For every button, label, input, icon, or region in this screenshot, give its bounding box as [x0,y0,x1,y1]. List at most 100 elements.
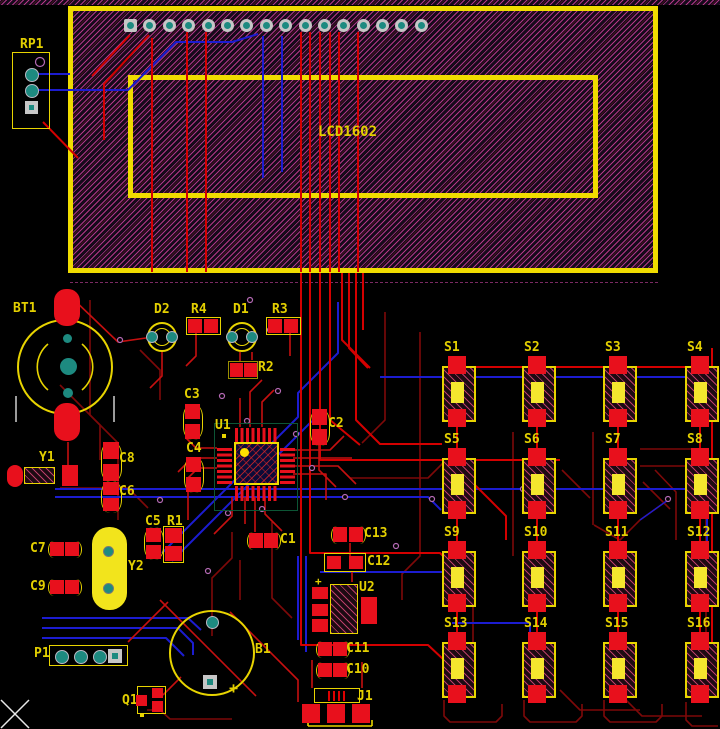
keypad-button-s8[interactable]: S8 [685,433,719,519]
r4-pad[interactable] [188,319,202,333]
bt1-pad[interactable] [54,289,80,326]
keypad-button-s10[interactable]: S10 [522,526,556,612]
component-y2[interactable] [92,527,127,610]
component-r1[interactable] [163,526,184,563]
component-c5[interactable] [144,527,164,560]
keypad-button-s6[interactable]: S6 [522,433,556,519]
u2-pad[interactable] [312,619,328,632]
component-c13[interactable] [331,526,366,544]
component-c4[interactable] [184,457,204,493]
component-y1[interactable] [24,467,55,484]
component-p1[interactable] [49,645,128,666]
lcd-module-outline[interactable] [68,6,658,273]
r4-pad[interactable] [204,319,218,333]
keypad-button-s16[interactable]: S16 [685,617,719,703]
lcd-pin-pad[interactable] [124,19,137,32]
j1-pad[interactable] [352,704,370,723]
r3-pad[interactable] [284,319,298,333]
component-j1[interactable] [314,688,360,703]
rp1-pad[interactable] [25,101,38,114]
y2-pad[interactable] [103,583,114,594]
component-r3[interactable] [266,317,301,335]
keypad-button-s3[interactable]: S3 [603,341,637,427]
keypad-button-s9[interactable]: S9 [442,525,476,612]
r1-pad[interactable] [165,546,182,561]
lcd-pin-pad[interactable] [143,19,157,32]
j1-pad[interactable] [302,704,320,723]
q1-pad[interactable] [136,695,147,706]
component-r4[interactable] [186,317,221,335]
label-c4: C4 [186,441,202,456]
p1-pad[interactable] [93,650,107,664]
keypad-button-s1[interactable]: S1 [442,341,476,427]
lcd-pin-pad[interactable] [356,19,370,32]
lcd-pin-pad[interactable] [201,19,215,32]
lcd-pin-pad[interactable] [182,19,196,32]
r2-pad[interactable] [244,363,257,377]
q1-pad[interactable] [152,701,163,712]
u2-pad[interactable] [312,587,328,599]
lcd-pin-pad[interactable] [298,19,312,32]
keypad-button-s4[interactable]: S4 [685,341,719,427]
u2-pad[interactable] [361,597,377,624]
component-r2[interactable] [228,361,258,379]
component-c7[interactable] [48,541,82,558]
component-c10[interactable] [316,662,350,679]
p1-pad[interactable] [55,650,69,664]
component-c11[interactable] [316,641,350,658]
d2-pad[interactable] [166,331,178,343]
u2-pad[interactable] [312,604,328,616]
component-c9[interactable] [48,579,82,596]
label-s9: S9 [444,525,460,540]
y1-pad[interactable] [7,465,23,487]
lcd-pin-pad[interactable] [395,19,409,32]
j1-pad[interactable] [327,704,345,723]
b1-pad[interactable] [206,616,219,629]
keypad-button-s11[interactable]: S11 [603,526,637,612]
y1-pad[interactable] [62,465,78,486]
component-c1[interactable] [247,532,281,550]
lcd-pin-pad[interactable] [220,19,234,32]
lcd-pin-pad[interactable] [279,19,293,32]
p1-pad[interactable] [108,649,122,663]
d1-pad[interactable] [226,331,238,343]
c12-pad[interactable] [327,556,341,569]
keypad-button-s14[interactable]: S14 [522,617,556,703]
lcd-pin-pad[interactable] [376,19,390,32]
r1-pad[interactable] [165,528,182,543]
component-rp1[interactable] [12,52,50,129]
rp1-pad[interactable] [25,68,39,82]
y2-pad[interactable] [103,546,114,557]
lcd-pin-pad[interactable] [162,19,176,32]
q1-pad[interactable] [152,688,163,698]
keypad-button-s13[interactable]: S13 [442,617,476,703]
keypad-button-s2[interactable]: S2 [522,341,556,427]
keypad-button-s15[interactable]: S15 [603,617,637,703]
component-c2[interactable] [310,409,330,446]
r3-pad[interactable] [268,319,282,333]
component-c12[interactable] [324,553,366,572]
rp1-pad[interactable] [25,84,39,98]
p1-pad[interactable] [74,650,88,664]
c12-pad[interactable] [349,556,363,569]
component-c6[interactable] [101,481,122,513]
component-u2[interactable] [330,584,358,634]
lcd-pin-pad[interactable] [317,19,331,32]
d2-pad[interactable] [146,331,158,343]
b1-pad[interactable] [203,675,217,689]
label-c9: C9 [30,579,46,594]
keypad-button-s12[interactable]: S12 [685,526,719,612]
keypad-button-s5[interactable]: S5 [442,433,476,519]
lcd-pin-pad[interactable] [414,19,428,32]
bt1-pad[interactable] [54,403,80,441]
component-c3[interactable] [183,404,203,440]
lcd-pin-pad[interactable] [337,19,351,32]
lcd-pin-pad[interactable] [259,19,273,32]
keypad-button-s7[interactable]: S7 [603,433,637,519]
lcd-pin-pad[interactable] [240,19,254,32]
component-c8[interactable] [101,442,122,482]
component-b1[interactable] [169,610,255,696]
d1-pad[interactable] [246,331,258,343]
r2-pad[interactable] [230,363,243,377]
